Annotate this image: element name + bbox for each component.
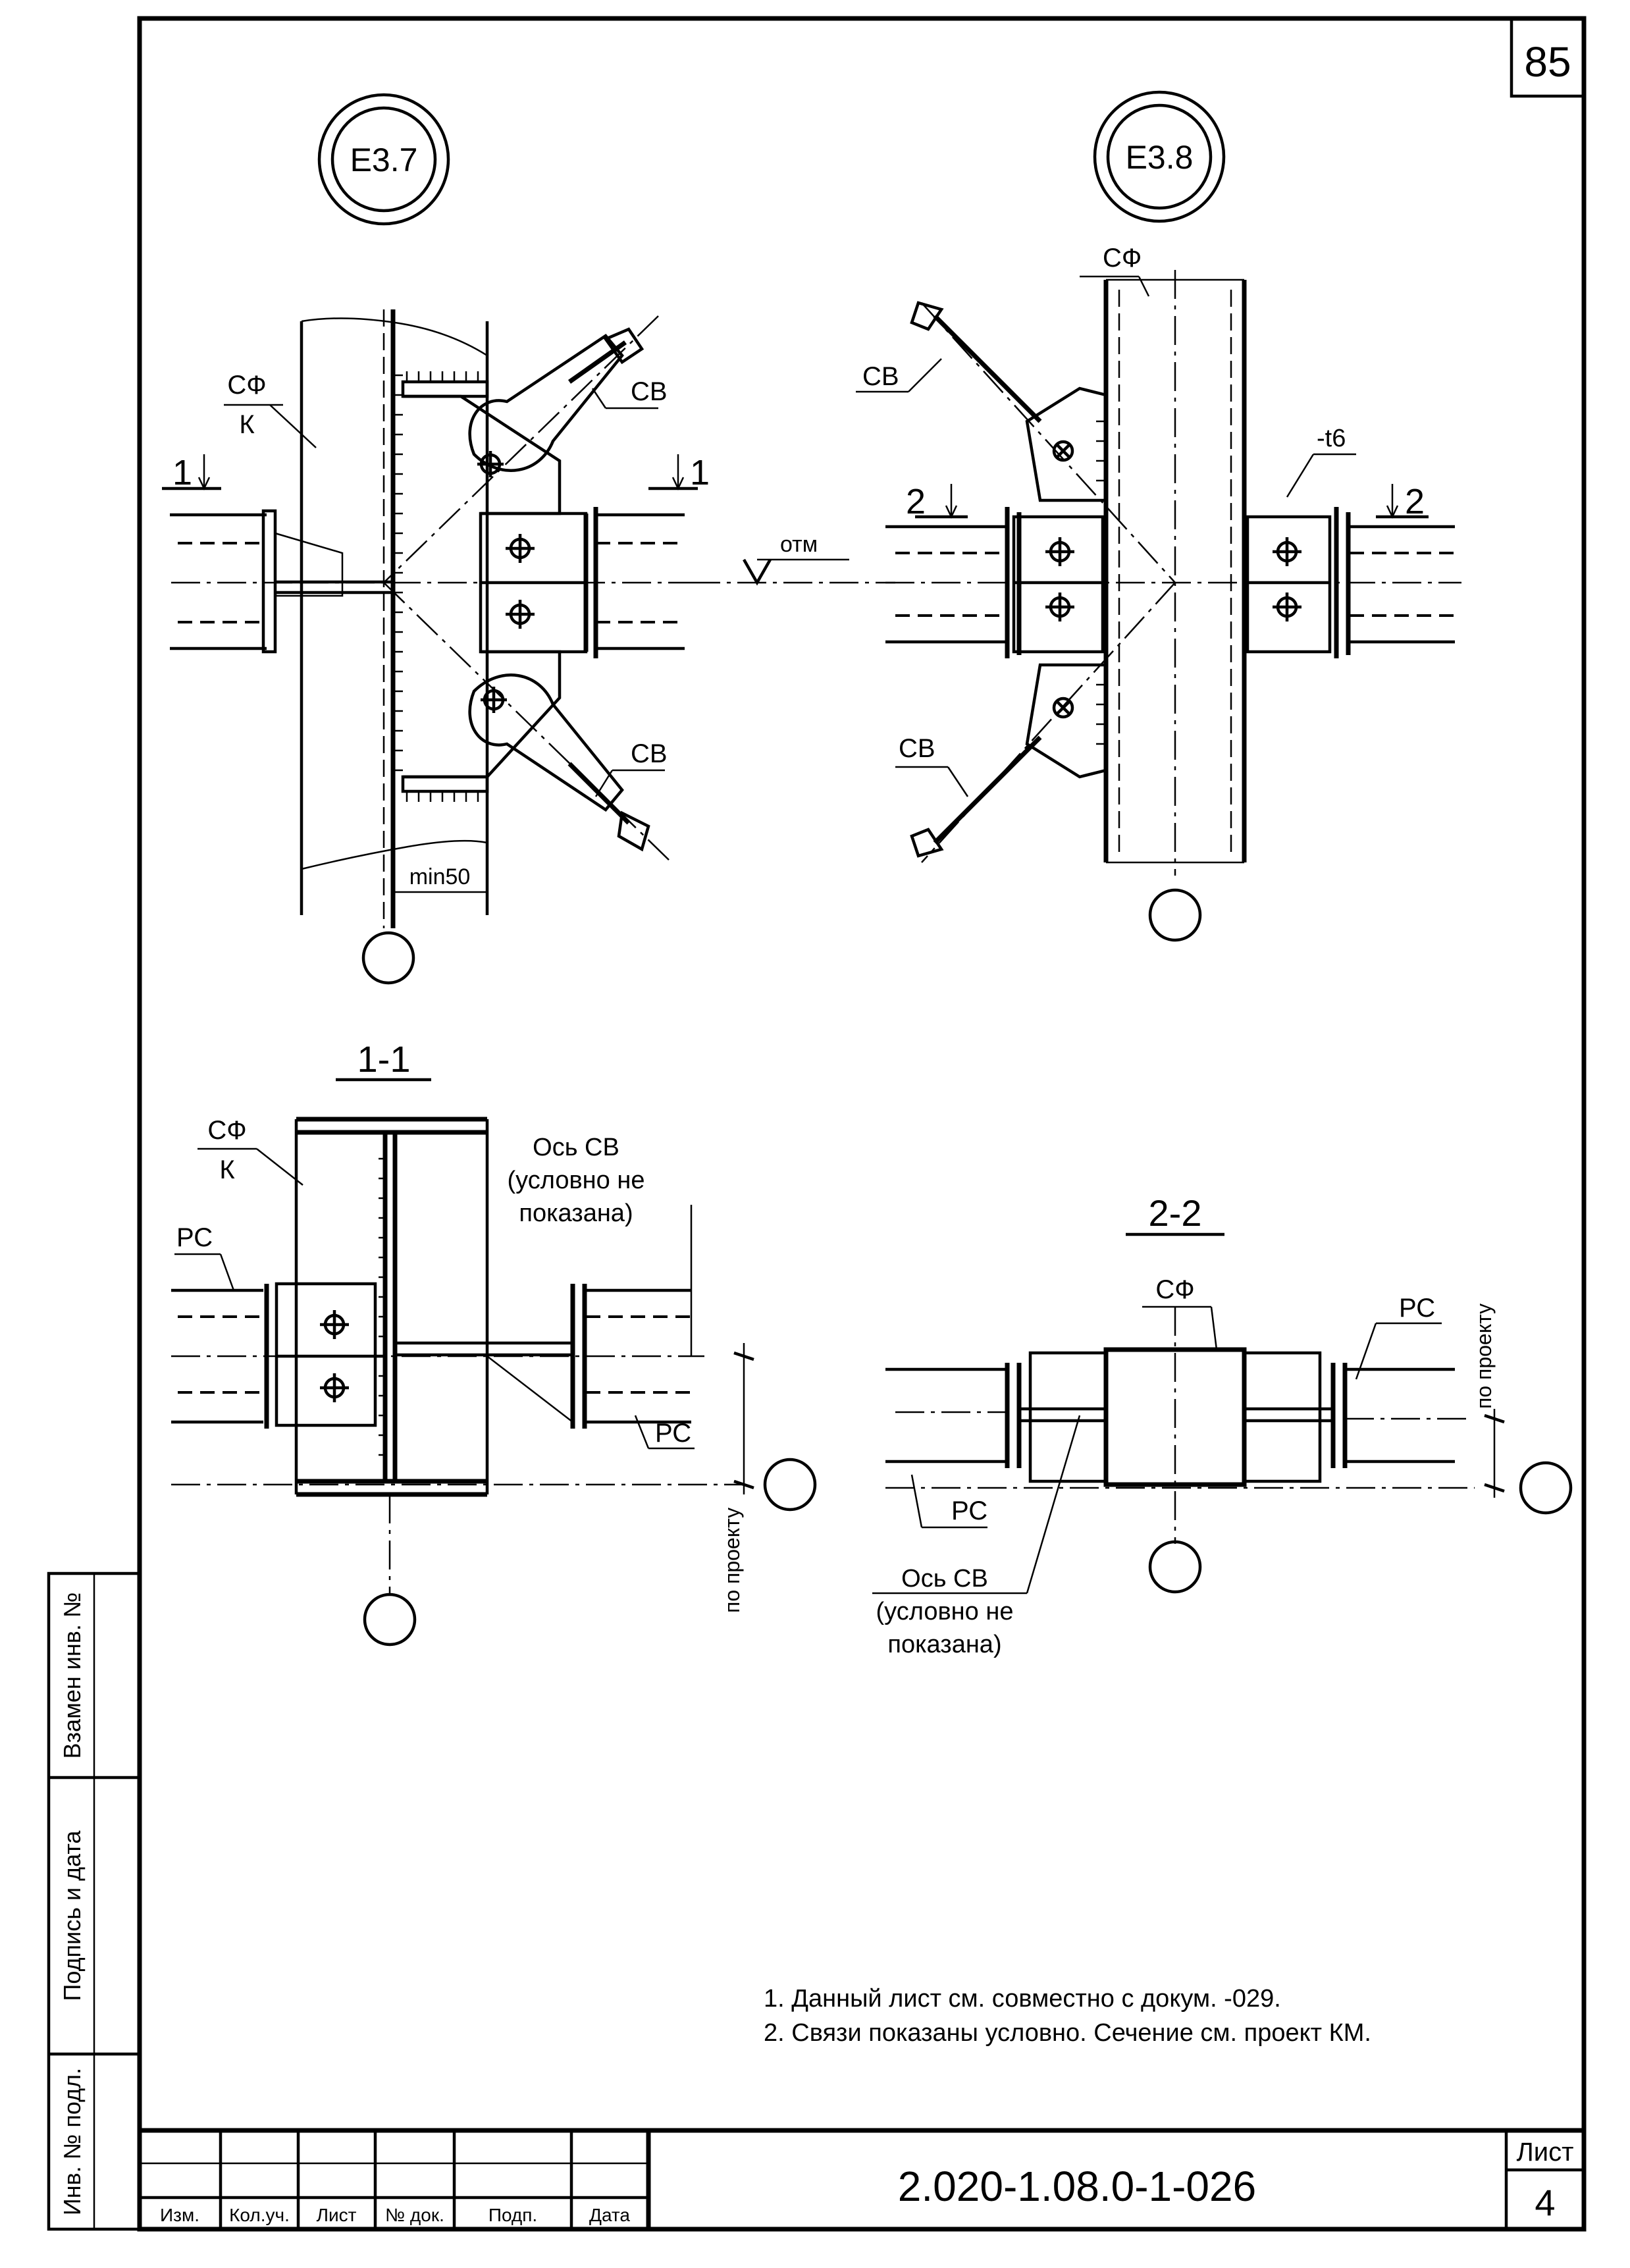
label-sv-e37-bottom: СВ [631, 739, 668, 768]
node-e38-drawing [856, 270, 1461, 942]
label-sv-e37-top: СВ [631, 377, 668, 406]
node-marker-e38 [1093, 90, 1226, 223]
sheet-label: Лист [1517, 2138, 1574, 2167]
note-2: 2. Связи показаны условно. Сечение см. п… [764, 2019, 1371, 2047]
label-os-sv-s2-line3: показана) [887, 1631, 1001, 1658]
label-rs-s1-right: РС [655, 1419, 691, 1448]
label-os-sv-s1-line3: показана) [519, 1200, 633, 1227]
sheet-number: 4 [1535, 2182, 1555, 2223]
label-k-e37: К [239, 410, 255, 439]
stamp-col-ndok: № док. [385, 2205, 444, 2225]
drawing-text: 85 Е3.7 Е3.8 СФ К СВ СВ 1 1 min50 отм СФ… [59, 38, 1573, 2225]
document-code: 2.020-1.08.0-1-026 [898, 2163, 1256, 2210]
stamp-col-podp: Подп. [488, 2205, 537, 2225]
label-po-proektu-s1: по проекту [720, 1508, 744, 1613]
sheet-frame [47, 16, 1587, 2232]
side-stamp-vzamen: Взамен инв. № [59, 1593, 86, 1759]
label-cut-2-right: 2 [1405, 482, 1425, 521]
label-rs-s2-left: РС [951, 1496, 987, 1525]
node-marker-e37 [317, 93, 450, 226]
node-e37-drawing [162, 309, 698, 985]
elevation-mark [691, 558, 895, 586]
label-cut-2-left: 2 [906, 482, 926, 521]
section-1-1-drawing [171, 1078, 817, 1647]
label-sv-e38-top: СВ [862, 362, 899, 391]
label-k-s1: К [219, 1155, 235, 1184]
label-rs-s1-left: РС [176, 1223, 213, 1252]
label-sf-e37: СФ [227, 371, 266, 400]
stamp-col-data: Дата [589, 2205, 630, 2225]
label-sf-s2: СФ [1155, 1275, 1194, 1304]
label-sv-e38-bottom: СВ [899, 734, 935, 763]
label-po-proektu-s2: по проекту [1472, 1304, 1496, 1409]
note-1: 1. Данный лист см. совместно с докум. -0… [764, 1985, 1281, 2013]
side-stamp-inv: Инв. № подл. [59, 2068, 86, 2215]
label-sf-s1: СФ [207, 1116, 246, 1145]
side-stamp-podpis: Подпись и дата [59, 1830, 86, 2001]
section-title-1-1: 1-1 [357, 1038, 411, 1080]
label-cut-1-right: 1 [690, 453, 710, 492]
node-label-e38: Е3.8 [1126, 139, 1194, 176]
label-os-sv-s2-line1: Ось СВ [901, 1565, 988, 1593]
label-os-sv-s2-line2: (условно не [876, 1598, 1014, 1625]
section-title-2-2: 2-2 [1149, 1192, 1202, 1234]
section-2-2-drawing [872, 1232, 1573, 1595]
label-rs-s2-right: РС [1399, 1294, 1435, 1323]
label-sf-e38: СФ [1103, 244, 1142, 273]
stamp-col-list: Лист [317, 2205, 357, 2225]
page-number: 85 [1524, 38, 1571, 86]
label-min50: min50 [409, 864, 471, 889]
stamp-col-izm: Изм. [160, 2205, 199, 2225]
node-label-e37: Е3.7 [350, 142, 418, 178]
label-os-sv-s1-line2: (условно не [508, 1167, 645, 1194]
label-os-sv-s1-line1: Ось СВ [533, 1134, 619, 1161]
label-t6: -t6 [1317, 425, 1346, 452]
label-cut-1-left: 1 [172, 453, 192, 492]
label-otm: отм [780, 532, 818, 557]
stamp-col-koluch: Кол.уч. [229, 2205, 290, 2225]
